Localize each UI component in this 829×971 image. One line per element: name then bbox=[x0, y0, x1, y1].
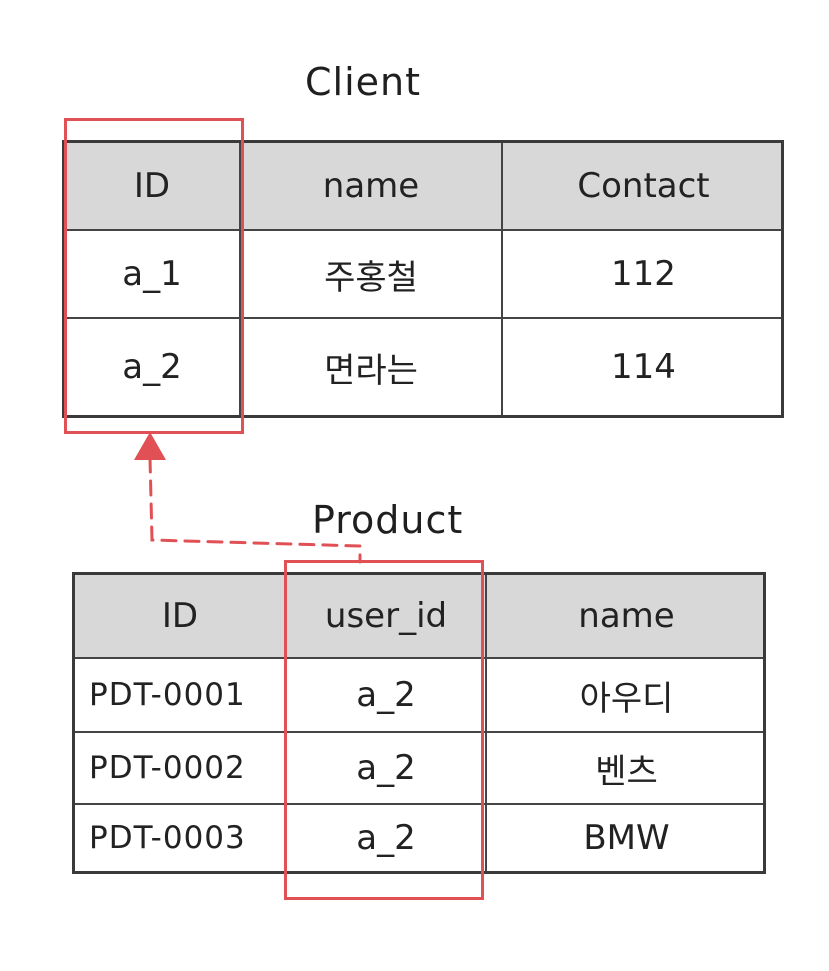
client-cell-contact: 114 bbox=[611, 347, 676, 387]
arrowhead-icon bbox=[134, 432, 166, 460]
client-table-title: Client bbox=[305, 60, 422, 104]
product-row: PDT-0002 a_2 벤츠 bbox=[75, 733, 763, 805]
product-cell-user-id: a_2 bbox=[287, 659, 487, 731]
client-id-column-highlight bbox=[64, 118, 244, 434]
product-user-id-column-highlight bbox=[284, 560, 484, 900]
client-row: a_1 주홍철 112 bbox=[65, 231, 781, 319]
client-cell-name: 면라는 bbox=[241, 319, 503, 415]
product-table-title: Product bbox=[312, 498, 464, 542]
client-header-id: ID bbox=[65, 143, 241, 229]
product-cell-user-id: a_2 bbox=[287, 733, 487, 803]
client-cell-contact: 112 bbox=[611, 254, 676, 294]
product-cell-id: PDT-0002 bbox=[75, 733, 287, 803]
foreign-key-dashed-line bbox=[148, 456, 362, 564]
product-cell-user-id: a_2 bbox=[287, 805, 487, 871]
client-table: ID name Contact a_1 주홍철 112 a_2 면라는 114 bbox=[62, 140, 784, 418]
product-cell-id: PDT-0001 bbox=[75, 659, 287, 731]
product-header-name: name bbox=[578, 596, 675, 636]
client-header-contact: Contact bbox=[577, 166, 710, 206]
client-header-name: name bbox=[241, 143, 503, 229]
client-cell-id: a_2 bbox=[65, 319, 241, 415]
client-cell-name: 주홍철 bbox=[241, 231, 503, 317]
product-row: PDT-0003 a_2 BMW bbox=[75, 805, 763, 871]
client-cell-id: a_1 bbox=[65, 231, 241, 317]
product-header-id: ID bbox=[75, 575, 287, 657]
product-header-row: ID user_id name bbox=[75, 575, 763, 659]
product-table: ID user_id name PDT-0001 a_2 아우디 PDT-000… bbox=[72, 572, 766, 874]
product-cell-name: 벤츠 bbox=[595, 751, 658, 792]
client-row: a_2 면라는 114 bbox=[65, 319, 781, 415]
client-header-row: ID name Contact bbox=[65, 143, 781, 231]
product-row: PDT-0001 a_2 아우디 bbox=[75, 659, 763, 733]
product-cell-name: BMW bbox=[583, 818, 670, 858]
product-header-user-id: user_id bbox=[287, 575, 487, 657]
product-cell-id: PDT-0003 bbox=[75, 805, 287, 871]
product-cell-name: 아우디 bbox=[579, 678, 674, 719]
